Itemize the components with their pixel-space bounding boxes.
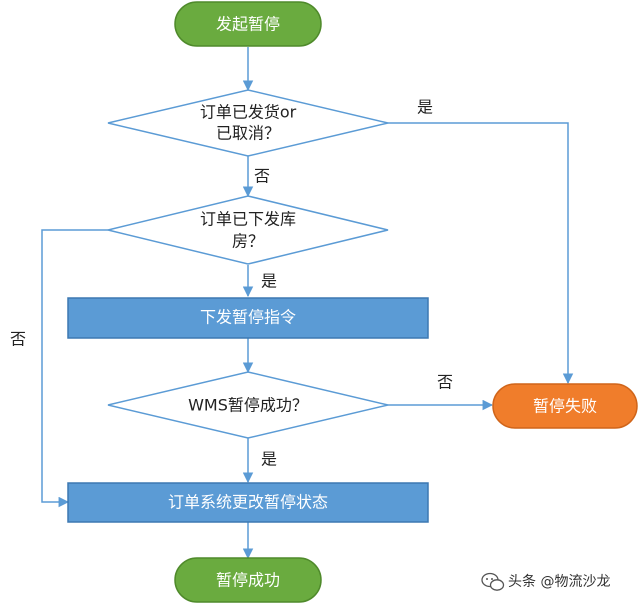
node-process-issue-pause-label: 下发暂停指令 xyxy=(200,308,296,327)
node-process-update-status: 订单系统更改暂停状态 xyxy=(67,482,429,523)
wechat-icon xyxy=(481,572,505,591)
node-decision-issued-line1: 订单已下发库 xyxy=(200,210,296,229)
node-decision-wms-label: WMS暂停成功？ xyxy=(188,396,308,415)
terminal-shape xyxy=(492,383,638,429)
node-decision-shipped-line1: 订单已发货or xyxy=(200,103,297,122)
terminal-shape xyxy=(174,557,322,603)
edge-label-shipped-no: 否 xyxy=(254,167,270,186)
node-decision-shipped: 订单已发货or 已取消？ xyxy=(107,89,389,157)
edge-label-wms-yes: 是 xyxy=(261,450,277,469)
node-decision-wms: WMS暂停成功？ xyxy=(107,371,389,439)
node-start: 发起暂停 xyxy=(174,1,322,47)
edge-label-wms-no: 否 xyxy=(437,373,453,392)
edge-shipped-yes-to-fail xyxy=(388,122,574,385)
process-shape xyxy=(67,482,429,523)
process-shape xyxy=(67,297,429,339)
decision-shape xyxy=(107,371,389,439)
node-end-success: 暂停成功 xyxy=(174,557,322,603)
node-end-fail: 暂停失败 xyxy=(492,383,638,429)
node-end-success-label: 暂停成功 xyxy=(216,571,280,590)
watermark: 头条 @物流沙龙 xyxy=(481,572,610,591)
connectors xyxy=(41,47,574,560)
watermark-text: 头条 @物流沙龙 xyxy=(508,573,610,590)
node-process-update-status-label: 订单系统更改暂停状态 xyxy=(168,493,328,512)
edge-label-issued-yes: 是 xyxy=(261,272,277,291)
edge-label-shipped-yes: 是 xyxy=(417,98,433,117)
edge-issued-no-to-update xyxy=(41,229,108,508)
node-decision-shipped-line2: 已取消？ xyxy=(216,124,280,143)
node-end-fail-label: 暂停失败 xyxy=(533,397,597,416)
node-process-issue-pause: 下发暂停指令 xyxy=(67,297,429,339)
edge-label-issued-no: 否 xyxy=(10,330,26,349)
node-decision-issued: 订单已下发库 房？ xyxy=(107,195,389,265)
decision-shape xyxy=(107,195,389,265)
decision-shape xyxy=(107,89,389,157)
terminal-shape xyxy=(174,1,322,47)
node-decision-issued-line2: 房？ xyxy=(232,232,264,251)
node-start-label: 发起暂停 xyxy=(216,15,280,34)
